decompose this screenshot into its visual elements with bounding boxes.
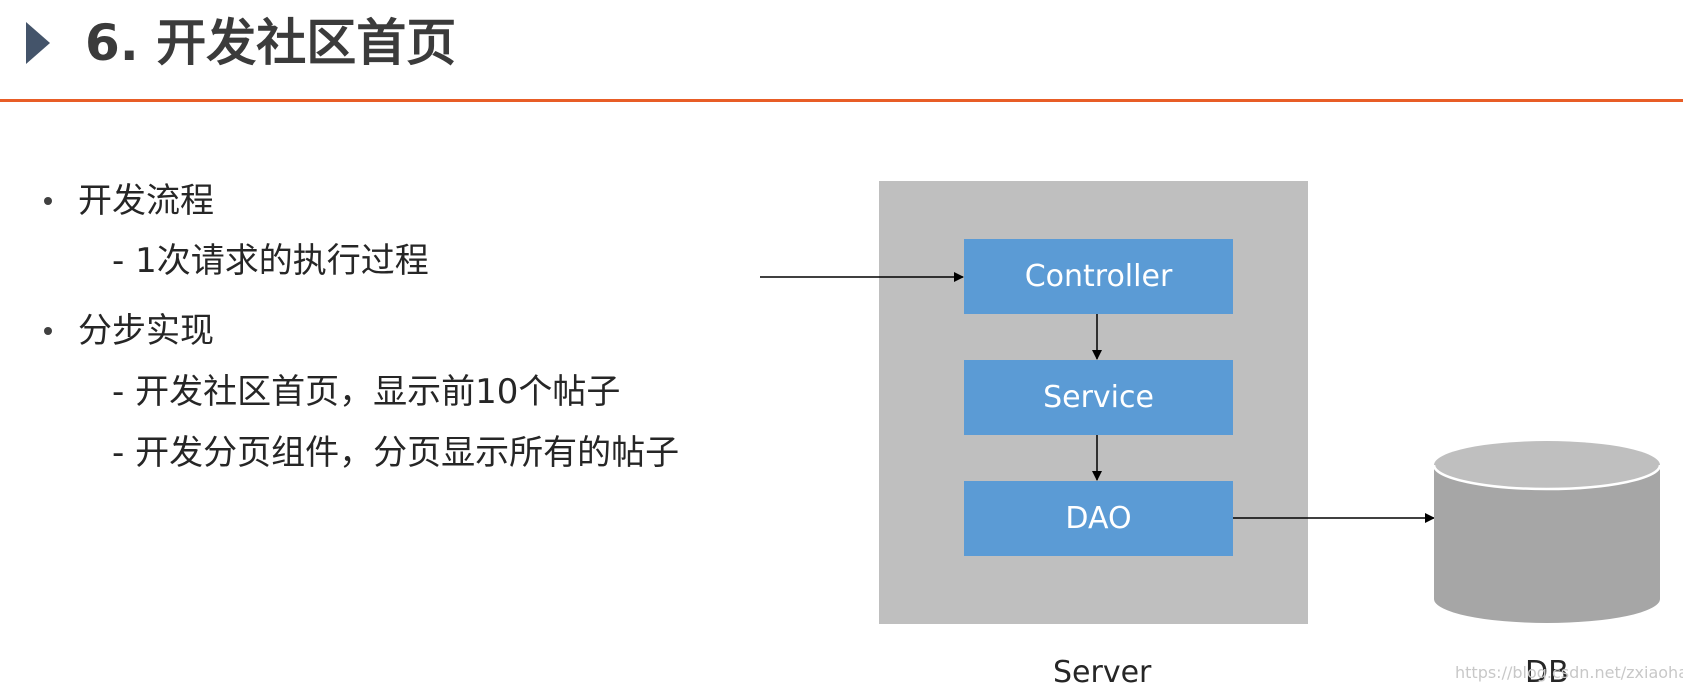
- db-label: DB: [1525, 655, 1569, 690]
- dao-layer: DAO: [964, 481, 1233, 556]
- title-divider: [0, 99, 1683, 102]
- server-label: Server: [1053, 655, 1152, 690]
- service-layer: Service: [964, 360, 1233, 435]
- bullet-icon: [44, 197, 52, 205]
- database-icon: [1432, 441, 1662, 623]
- controller-layer: Controller: [964, 239, 1233, 314]
- outline-subitem: - 开发分页组件，分页显示所有的帖子: [112, 433, 680, 473]
- page-title: 6. 开发社区首页: [85, 14, 457, 72]
- outline-item-label: 开发流程: [78, 181, 214, 221]
- bullet-icon: [44, 327, 52, 335]
- outline-subitem: - 开发社区首页，显示前10个帖子: [112, 372, 621, 412]
- outline-subitem: - 1次请求的执行过程: [112, 241, 429, 281]
- outline-item-label: 分步实现: [78, 311, 214, 351]
- title-marker-icon: [26, 22, 50, 64]
- watermark: https://blog.csdn.net/zxiaohaha: [1455, 663, 1683, 682]
